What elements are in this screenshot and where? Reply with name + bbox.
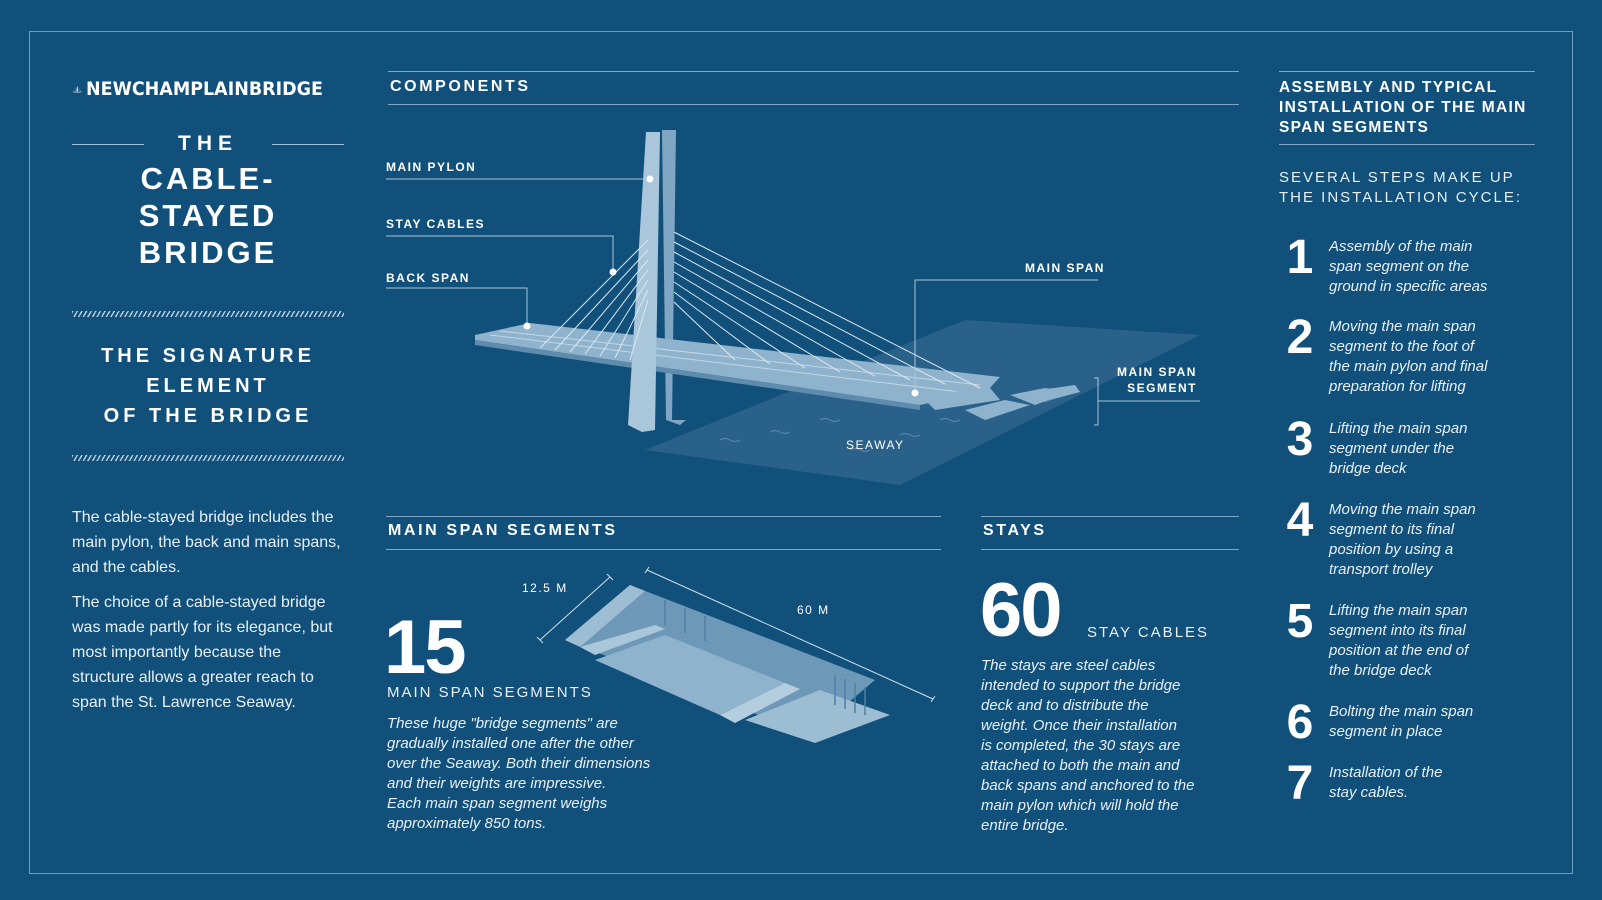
assembly-title-line-3: SPAN SEGMENTS bbox=[1279, 119, 1430, 136]
bridge-illustration bbox=[386, 130, 1200, 485]
step-number: 7 bbox=[1286, 757, 1314, 810]
assembly-title-line-2: INSTALLATION OF THE MAIN bbox=[1279, 99, 1527, 116]
label-stay-cables: STAY CABLES bbox=[386, 217, 485, 231]
bridge-deck bbox=[475, 323, 1000, 405]
stays-line-1: The stays are steel cables bbox=[981, 657, 1156, 674]
title-the-text: THE bbox=[178, 132, 238, 155]
content-frame bbox=[29, 31, 1573, 874]
left-column: NEWCHAMPLAINBRIDGE THE CABLE-STAYED BRID… bbox=[72, 66, 344, 725]
step-number: 4 bbox=[1286, 494, 1314, 547]
logo: NEWCHAMPLAINBRIDGE bbox=[72, 66, 344, 112]
label-main-span-segment: MAIN SPAN SEGMENT bbox=[1117, 364, 1197, 396]
stays-title: STAYS bbox=[981, 516, 1239, 550]
backspan-marker bbox=[523, 322, 531, 330]
stays-count: 60 bbox=[980, 568, 1063, 653]
page-title: CABLE-STAYED BRIDGE bbox=[72, 160, 344, 271]
stays-line-4: weight. Once their installation bbox=[981, 717, 1177, 734]
segment-piece-1 bbox=[965, 400, 1030, 420]
intro-paragraph-1: The cable-stayed bridge includes the mai… bbox=[72, 509, 341, 576]
segments-description: These huge "bridge segments" are gradual… bbox=[387, 714, 707, 834]
segments-title: MAIN SPAN SEGMENTS bbox=[386, 516, 941, 550]
label-main-span: MAIN SPAN bbox=[1025, 261, 1105, 275]
segment-drawing: 12.5 M 60 M bbox=[522, 565, 940, 745]
segments-line-6: approximately 850 tons. bbox=[387, 815, 547, 832]
segments-line-3: over the Seaway. Both their dimensions bbox=[387, 755, 651, 772]
label-main-span-segment-line-2: SEGMENT bbox=[1127, 381, 1197, 395]
assembly-intro: SEVERAL STEPS MAKE UP THE INSTALLATION C… bbox=[1279, 168, 1539, 208]
signature-heading: THE SIGNATURE ELEMENT OF THE BRIDGE bbox=[72, 341, 344, 431]
signature-line-2: ELEMENT bbox=[146, 375, 270, 397]
step-number: 3 bbox=[1286, 413, 1314, 466]
stays-line-6: attached to both the main and bbox=[981, 757, 1180, 774]
segment-piece-3 bbox=[1040, 385, 1080, 400]
stays-line-7: back spans and anchored to the bbox=[981, 777, 1195, 794]
stays-line-2: intended to support the bridge bbox=[981, 677, 1181, 694]
assembly-intro-line-1: SEVERAL STEPS MAKE UP bbox=[1279, 169, 1515, 186]
hatch-divider-bottom bbox=[72, 455, 344, 461]
mainspan-marker bbox=[911, 389, 919, 397]
assembly-title: ASSEMBLY AND TYPICAL INSTALLATION OF THE… bbox=[1279, 71, 1535, 145]
dim-width-label: 12.5 M bbox=[522, 581, 568, 595]
label-main-pylon: MAIN PYLON bbox=[386, 160, 477, 174]
logo-text: NEWCHAMPLAINBRIDGE bbox=[86, 78, 324, 100]
assembly-intro-line-2: THE INSTALLATION CYCLE: bbox=[1279, 189, 1522, 206]
stays-line-9: entire bridge. bbox=[981, 817, 1069, 834]
segments-line-2: gradually installed one after the other bbox=[387, 735, 634, 752]
label-seaway: SEAWAY bbox=[846, 438, 905, 452]
title-line-1: CABLE-STAYED bbox=[138, 161, 278, 233]
segments-top-rule bbox=[386, 516, 941, 517]
signature-line-1: THE SIGNATURE bbox=[101, 345, 315, 367]
cable-marker bbox=[609, 268, 617, 276]
hatch-divider-top bbox=[72, 311, 344, 317]
segments-line-4: and their weights are impressive. bbox=[387, 775, 607, 792]
step-number: 5 bbox=[1286, 595, 1314, 648]
step-number: 2 bbox=[1286, 311, 1314, 364]
assembly-title-line-1: ASSEMBLY AND TYPICAL bbox=[1279, 79, 1498, 96]
signature-line-3: OF THE BRIDGE bbox=[103, 405, 313, 427]
segments-line-5: Each main span segment weighs bbox=[387, 795, 608, 812]
segments-line-1: These huge "bridge segments" are bbox=[387, 715, 618, 732]
components-title: COMPONENTS bbox=[388, 71, 1239, 105]
stays-line-8: main pylon which will hold the bbox=[981, 797, 1179, 814]
stays-caption: STAY CABLES bbox=[1087, 624, 1210, 641]
dim-length-label: 60 M bbox=[797, 603, 830, 617]
step-number: 6 bbox=[1286, 696, 1314, 749]
label-back-span: BACK SPAN bbox=[386, 271, 470, 285]
title-the: THE bbox=[72, 132, 344, 156]
stays-top-rule bbox=[981, 516, 1239, 517]
stays-line-3: deck and to distribute the bbox=[981, 697, 1149, 714]
bridge-diagram: MAIN PYLON STAY CABLES BACK SPAN MAIN SP… bbox=[380, 120, 1250, 500]
stays-description: The stays are steel cables intended to s… bbox=[981, 656, 1241, 836]
segments-caption: MAIN SPAN SEGMENTS bbox=[387, 684, 593, 701]
title-line-2: BRIDGE bbox=[138, 235, 278, 270]
label-main-span-segment-line-1: MAIN SPAN bbox=[1117, 365, 1197, 379]
pylon-marker bbox=[646, 175, 654, 183]
stays-line-5: is completed, the 30 stays are bbox=[981, 737, 1181, 754]
intro-text: The cable-stayed bridge includes the mai… bbox=[72, 505, 344, 715]
segments-count: 15 bbox=[384, 605, 467, 690]
bridge-pylon-icon bbox=[72, 85, 83, 93]
step-number: 1 bbox=[1286, 231, 1314, 284]
intro-paragraph-2: The choice of a cable-stayed bridge was … bbox=[72, 594, 333, 711]
segment-illustration bbox=[536, 566, 936, 743]
pylon-leg-front bbox=[628, 132, 660, 432]
